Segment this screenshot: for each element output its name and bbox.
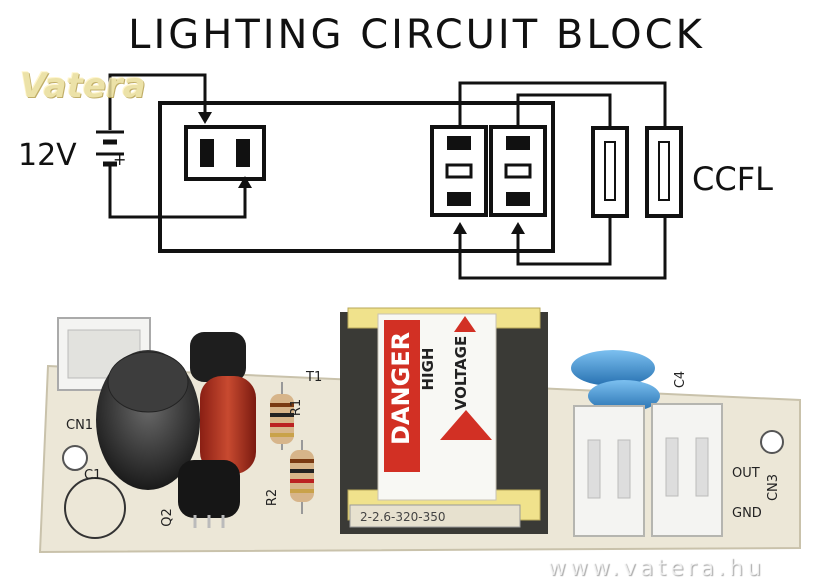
- label-r2: R2: [265, 488, 281, 507]
- mounting-hole-left: [62, 445, 88, 471]
- battery-plus-sign: +: [113, 150, 127, 169]
- label-c4: C4: [673, 370, 689, 389]
- battery-negative-wire: [108, 165, 247, 219]
- arrow-icons: [198, 112, 525, 234]
- red-capacitor: [200, 376, 256, 474]
- voltage-text: VOLTAGE: [452, 335, 470, 411]
- label-c1: C1: [84, 468, 102, 483]
- transistor-q2: [178, 460, 240, 518]
- input-connector-symbol: [184, 125, 266, 181]
- ccfl-label: CCFL: [692, 160, 773, 198]
- ccfl-bottom-wire-b: [516, 218, 612, 266]
- ccfl-bottom-wire-a: [458, 218, 667, 280]
- battery-positive-wire: [108, 73, 207, 130]
- output-connector-1: [573, 405, 645, 537]
- mounting-hole-right: [760, 430, 784, 454]
- diagram-title: LIGHTING CIRCUIT BLOCK: [128, 12, 705, 58]
- label-cn3: CN3: [766, 473, 782, 502]
- label-cn1: CN1: [66, 418, 94, 433]
- blue-capacitor-2: [588, 380, 660, 412]
- output-connector-2: [651, 403, 723, 537]
- pcb-photo: CN1 C1 Q2 T1 R1 R2 C4 CN3 OUT GND DANGER…: [0, 300, 833, 583]
- pcb-illustration: [38, 307, 801, 554]
- resistor-r2: [290, 440, 314, 514]
- schematic-lines: [96, 73, 683, 280]
- transformer-part-number: 2-2.6-320-350: [360, 510, 446, 524]
- label-r1: R1: [289, 398, 305, 417]
- label-q2: Q2: [159, 508, 175, 527]
- transistor-q1: [190, 332, 246, 382]
- ccfl-top-wire-b: [516, 93, 612, 128]
- resistor-r1: [270, 382, 294, 450]
- watermark-url: www.vatera.hu: [548, 556, 766, 581]
- label-out: OUT: [732, 466, 760, 481]
- circuit-diagram: LIGHTING CIRCUIT BLOCK: [18, 12, 773, 280]
- main-loop-wire: [158, 101, 555, 253]
- ccfl-top-wire-a: [458, 81, 667, 128]
- label-gnd: GND: [732, 506, 762, 521]
- label-t1: T1: [306, 370, 323, 385]
- danger-text: DANGER: [387, 331, 415, 445]
- high-text: HIGH: [419, 347, 437, 391]
- c1-silkscreen: [64, 477, 126, 539]
- battery-symbol: [96, 130, 124, 167]
- watermark-logo: Vatera: [20, 66, 146, 106]
- blue-capacitor-1: [571, 350, 655, 386]
- voltage-label: 12V: [18, 138, 77, 173]
